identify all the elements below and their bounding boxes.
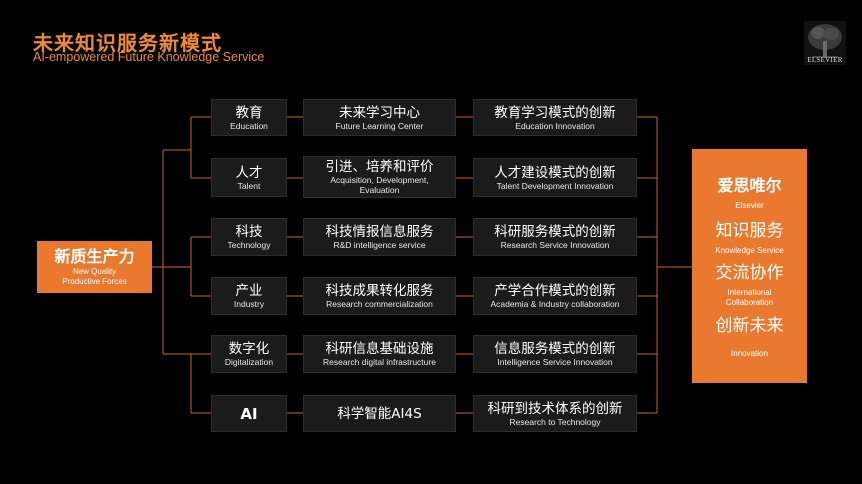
page-subtitle-en: AI-empowered Future Knowledge Service bbox=[33, 50, 265, 64]
mode-cn: 人才建设模式的创新 bbox=[494, 164, 616, 181]
service-box-commercialization: 科技成果转化服务 Research commercialization bbox=[303, 277, 456, 315]
mode-cn: 教育学习模式的创新 bbox=[494, 104, 616, 121]
service-en: Acquisition, Development, Evaluation bbox=[330, 175, 429, 195]
root-node-new-quality-productive-forces: 新质生产力 New Quality Productive Forces bbox=[37, 241, 152, 293]
mode-cn: 产学合作模式的创新 bbox=[494, 283, 616, 299]
domain-box-digitalization: 数字化 Digitalization bbox=[211, 335, 287, 373]
service-cn: 科技情报信息服务 bbox=[325, 224, 434, 240]
summary-knowledge-cn: 知识服务 bbox=[715, 221, 784, 241]
domain-box-ai: AI bbox=[211, 395, 287, 432]
service-box-future-learning: 未来学习中心 Future Learning Center bbox=[303, 99, 456, 136]
mode-en: Academia & Industry collaboration bbox=[490, 299, 620, 309]
summary-innovation-cn: 创新未来 bbox=[715, 316, 784, 336]
elsevier-wordmark: ELSEVIER bbox=[807, 56, 843, 64]
service-cn: 科技成果转化服务 bbox=[325, 283, 434, 299]
service-en: Future Learning Center bbox=[335, 120, 424, 131]
domain-en: Technology bbox=[227, 240, 271, 250]
mode-en: Research Service Innovation bbox=[500, 240, 610, 250]
mode-cn: 科研到技术体系的创新 bbox=[487, 400, 623, 417]
service-cn: 未来学习中心 bbox=[339, 104, 420, 121]
service-box-acquisition: 引进、培养和评价 Acquisition, Development, Evalu… bbox=[303, 156, 456, 198]
mode-cn: 信息服务模式的创新 bbox=[494, 341, 616, 357]
domain-cn: 科技 bbox=[235, 224, 263, 240]
domain-cn: AI bbox=[240, 404, 258, 423]
domain-box-talent: 人才 Talent bbox=[211, 158, 287, 197]
summary-knowledge-en: Knowledge Service bbox=[715, 246, 784, 255]
elsevier-tree-logo-icon bbox=[804, 21, 846, 65]
service-box-ai4s: 科学智能AI4S bbox=[303, 395, 456, 432]
mode-cn: 科研服务模式的创新 bbox=[494, 224, 616, 240]
root-node-en: New Quality Productive Forces bbox=[62, 267, 127, 286]
service-cn: 引进、培养和评价 bbox=[325, 159, 434, 175]
summary-collaboration-cn: 交流协作 bbox=[715, 263, 784, 283]
service-cn: 科学智能AI4S bbox=[337, 405, 422, 422]
page-title-cn: 未来知识服务新模式 bbox=[33, 31, 222, 55]
domain-box-education: 教育 Education bbox=[211, 99, 287, 136]
mode-box-research-to-technology: 科研到技术体系的创新 Research to Technology bbox=[473, 395, 637, 432]
domain-en: Digitalization bbox=[224, 357, 274, 367]
summary-collaboration-en: International Collaboration bbox=[725, 288, 774, 307]
domain-en: Talent bbox=[237, 180, 261, 191]
mode-en: Education Innovation bbox=[515, 120, 595, 131]
mode-en: Talent Development Innovation bbox=[496, 180, 614, 191]
service-en: Research digital infrastructure bbox=[323, 357, 436, 367]
summary-panel-elsevier: 爱思唯尔 Elsevier 知识服务 Knowledge Service 交流协… bbox=[692, 149, 807, 383]
mode-box-talent-innovation: 人才建设模式的创新 Talent Development Innovation bbox=[473, 158, 637, 197]
mode-en: Intelligence Service Innovation bbox=[497, 357, 613, 367]
summary-org-en: Elsevier bbox=[735, 201, 764, 210]
summary-innovation-en: Innovation bbox=[731, 349, 768, 358]
domain-cn: 产业 bbox=[235, 283, 263, 299]
domain-cn: 教育 bbox=[235, 104, 263, 121]
mode-box-intelligence-service: 信息服务模式的创新 Intelligence Service Innovatio… bbox=[473, 335, 637, 373]
domain-en: Industry bbox=[233, 299, 265, 309]
service-box-digital-infrastructure: 科研信息基础设施 Research digital infrastructure bbox=[303, 335, 456, 373]
summary-org-cn: 爱思唯尔 bbox=[717, 176, 782, 195]
root-node-cn: 新质生产力 bbox=[54, 247, 135, 266]
service-en: R&D intelligence service bbox=[333, 240, 426, 250]
service-en: Research commercialization bbox=[326, 299, 433, 309]
domain-box-industry: 产业 Industry bbox=[211, 277, 287, 315]
domain-cn: 数字化 bbox=[228, 341, 270, 357]
domain-box-technology: 科技 Technology bbox=[211, 218, 287, 256]
mode-box-academia-industry: 产学合作模式的创新 Academia & Industry collaborat… bbox=[473, 277, 637, 315]
domain-en: Education bbox=[230, 120, 268, 131]
mode-box-education-innovation: 教育学习模式的创新 Education Innovation bbox=[473, 99, 637, 136]
service-cn: 科研信息基础设施 bbox=[325, 341, 434, 357]
mode-box-research-service: 科研服务模式的创新 Research Service Innovation bbox=[473, 218, 637, 256]
service-box-rd-intelligence: 科技情报信息服务 R&D intelligence service bbox=[303, 218, 456, 256]
mode-en: Research to Technology bbox=[509, 416, 601, 427]
domain-cn: 人才 bbox=[235, 164, 263, 181]
